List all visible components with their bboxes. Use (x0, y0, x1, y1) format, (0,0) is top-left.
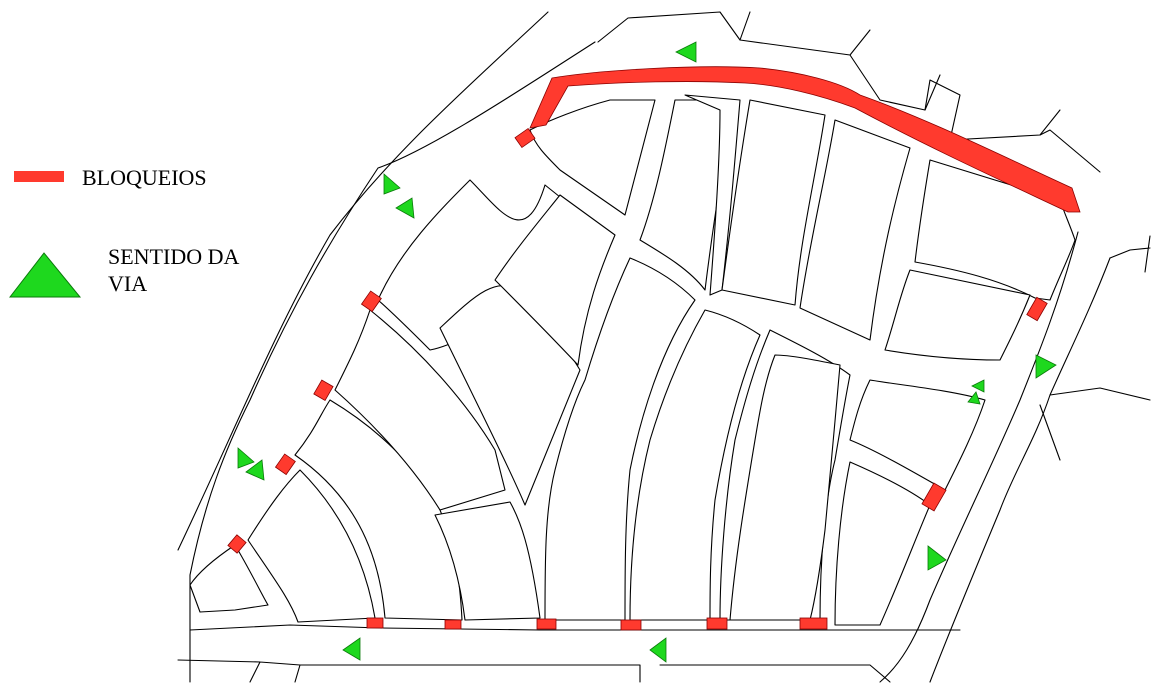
blockade-north-avenue (529, 66, 1081, 213)
block-central-d (544, 257, 696, 621)
arrow-west-1 (383, 173, 401, 195)
blockade-west-2 (313, 379, 334, 401)
arrow-east-2 (927, 545, 947, 571)
arrow-north-street (675, 41, 697, 63)
blockade-south-2 (444, 619, 462, 630)
blockade-east-1 (1026, 296, 1048, 322)
blockade-west-3 (274, 453, 296, 476)
blockade-west-1 (360, 290, 382, 313)
west-avenue-outer-edge (177, 11, 549, 551)
block-central-f (629, 309, 761, 621)
block-west-mid (334, 309, 506, 511)
east-branch-edge (1039, 235, 1151, 461)
arrow-east-1 (1035, 354, 1057, 379)
arrow-east-small-1 (971, 379, 985, 393)
blockade-nw-corner (514, 127, 536, 149)
blockade-south-4 (620, 619, 642, 631)
blockades (227, 66, 1081, 631)
blockade-west-4 (227, 534, 247, 554)
blockade-south-5 (706, 617, 728, 630)
arrow-south-2 (649, 637, 667, 663)
block-sw-lower (247, 469, 376, 623)
block-east-3 (834, 461, 931, 626)
legend-direction-triangle-icon (8, 252, 82, 298)
legend-blockade-label: BLOQUEIOS (82, 165, 207, 190)
block-north-corner (529, 99, 656, 216)
blockade-south-3 (536, 618, 557, 630)
block-central-b (494, 194, 616, 366)
legend-blockade-swatch (14, 171, 64, 182)
block-east-1 (884, 269, 1031, 361)
legend-symbols (8, 171, 82, 298)
direction-arrows (237, 41, 1057, 663)
block-sw-triangle (189, 544, 269, 613)
arrow-west-2 (395, 197, 415, 219)
arrow-west-3 (237, 447, 255, 469)
block-north-2 (721, 99, 826, 306)
blockade-east-2 (921, 482, 947, 512)
south-avenue-south-edge (177, 659, 891, 683)
south-avenue-north-edge (189, 624, 961, 631)
west-avenue-inner-edge (189, 41, 596, 683)
block-east-5 (729, 354, 841, 621)
east-avenue-east-edge (929, 257, 1111, 683)
outer-streets (177, 11, 1151, 683)
blockade-south-1 (366, 617, 384, 629)
arrow-west-4 (245, 459, 265, 481)
north-street-edge-2 (739, 11, 1061, 136)
block-central-c (434, 501, 541, 621)
arrow-east-small-2 (967, 391, 981, 405)
legend-direction-label: SENTIDO DA VIA (108, 244, 240, 296)
arrow-south-1 (342, 637, 361, 661)
block-north-1 (684, 94, 741, 296)
city-blocks (189, 94, 1076, 626)
blockade-south-6 (799, 617, 828, 630)
east-avenue-west-edge (879, 231, 1079, 683)
block-north-3 (799, 119, 911, 341)
